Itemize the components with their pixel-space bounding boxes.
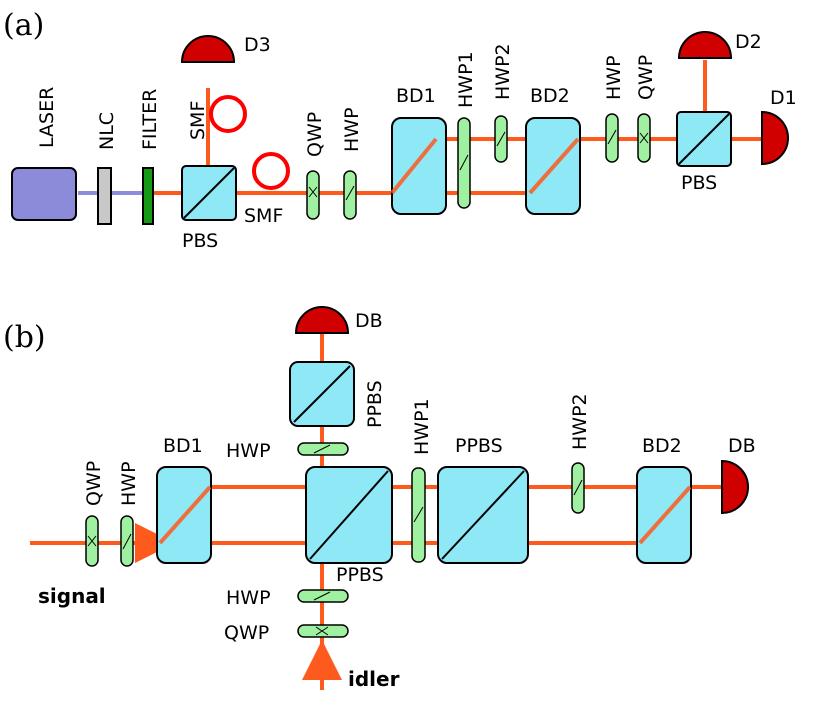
bd2-b-label: BD2: [642, 435, 682, 457]
qwp-a-right-mark: [639, 132, 649, 144]
hwp2-b-mark: [573, 479, 583, 496]
pbs-left-label: PBS: [182, 230, 218, 252]
hwp-a-label: HWP: [341, 107, 363, 152]
panel-b-label: (b): [3, 320, 46, 355]
qwp-a-label: QWP: [304, 112, 326, 157]
bd2-a-label: BD2: [530, 85, 570, 107]
bd1-a-beam: [390, 137, 438, 195]
hwp2-b-label: HWP2: [569, 393, 591, 450]
smf-coil-top: [209, 95, 247, 133]
detector-db-right: [721, 459, 749, 515]
hwp1-b-mark: [413, 506, 424, 523]
nlc-crystal: [97, 167, 112, 225]
pbs-right-diagonal: [678, 113, 730, 165]
hwp1-b-label: HWP1: [411, 398, 433, 455]
pbs-left-diagonal: [183, 167, 235, 219]
laser-box: [11, 167, 77, 221]
nlc-label: NLC: [96, 112, 118, 150]
qwp-bottom-b-mark: [315, 626, 329, 636]
d2-label: D2: [735, 31, 762, 53]
smf-bottom-label: SMF: [244, 205, 283, 227]
panel-a: (a) LASER NLC FILTER PBS SMF SMF D3: [3, 8, 797, 252]
pbs-right-label: PBS: [681, 172, 717, 194]
filter-label: FILTER: [139, 89, 161, 150]
db-right-label: DB: [728, 435, 756, 457]
bd1-a: [391, 117, 447, 215]
hwp1-a-label: HWP1: [455, 51, 477, 108]
bd2-a-beam: [528, 137, 580, 195]
filter: [142, 167, 154, 225]
hwp-b-mark: [122, 533, 132, 550]
detector-d2: [677, 31, 733, 59]
hwp1-a-mark: [459, 154, 469, 171]
hwp2-a-mark: [496, 131, 506, 147]
bd1-b-label: BD1: [163, 435, 203, 457]
hwp-top-b-label: HWP: [226, 440, 271, 462]
qwp-a: [306, 170, 320, 220]
hwp-a: [343, 170, 357, 220]
d3-label: D3: [244, 34, 271, 56]
ppbs-middle-diagonal: [441, 470, 525, 560]
signal-label: signal: [38, 584, 106, 608]
hwp2-a-label: HWP2: [492, 43, 514, 100]
ppbs-center-diagonal: [309, 470, 389, 560]
ppbs-top-label: PPBS: [364, 380, 386, 428]
d1-label: D1: [770, 87, 797, 109]
idler-label: idler: [348, 667, 400, 691]
bd1-b-beam: [158, 485, 212, 545]
ppbs-center-label: PPBS: [336, 564, 384, 586]
ppbs-middle-label: PPBS: [455, 435, 503, 457]
panel-a-label: (a): [3, 8, 44, 43]
ppbs-top-diagonal: [293, 365, 351, 423]
hwp-a-right-mark: [607, 129, 617, 145]
hwp-a-right-label: HWP: [603, 55, 625, 100]
hwp-a-mark: [345, 185, 355, 201]
bd1-a-label: BD1: [396, 85, 436, 107]
hwp-b-label: HWP: [118, 461, 140, 506]
qwp-bottom-b-label: QWP: [224, 622, 269, 644]
smf-coil-bottom: [252, 152, 290, 190]
hwp-top-b-mark: [313, 444, 331, 454]
smf-top-label: SMF: [187, 101, 209, 140]
panel-b: (b) QWP HWP BD1 DB PPBS HWP P: [3, 306, 756, 691]
detector-d1: [761, 110, 789, 166]
db-top-label: DB: [355, 310, 383, 332]
laser-label: LASER: [36, 87, 58, 148]
hwp-bottom-b-label: HWP: [226, 587, 271, 609]
hwp-bottom-b-mark: [313, 591, 331, 601]
qwp-b-label: QWP: [83, 461, 105, 506]
detector-d3: [180, 35, 236, 63]
qwp-bottom-b: [297, 624, 349, 638]
detector-db-top: [294, 306, 350, 334]
qwp-a-mark: [308, 186, 318, 198]
qwp-a-right-label: QWP: [635, 55, 657, 100]
bd2-b-beam: [638, 485, 692, 545]
qwp-b-mark: [87, 535, 97, 547]
